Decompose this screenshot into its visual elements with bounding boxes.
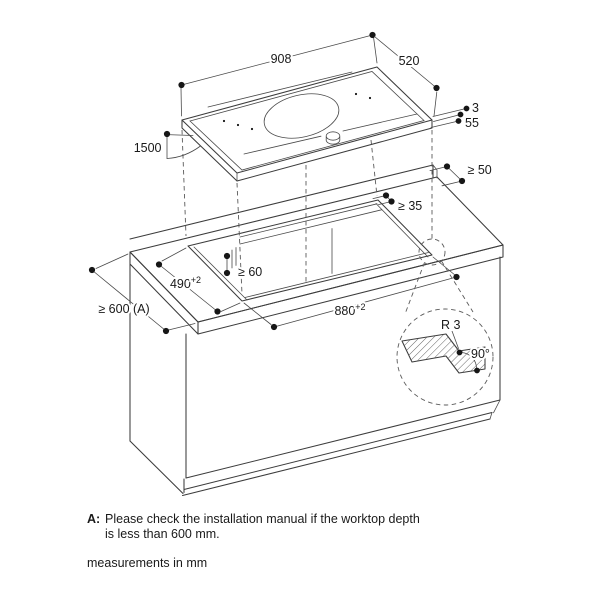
- projection-lines: [181, 129, 433, 295]
- footer-units-note: measurements in mm: [87, 556, 207, 570]
- dim-worktop-depth-label: ≥ 600 (A): [98, 302, 149, 316]
- detail-corner-radius-label: R 3: [441, 318, 461, 332]
- plinth-bottom-edge: [181, 418, 491, 497]
- dimension-cable-length: 1500: [132, 130, 201, 159]
- cutout-interior: [193, 203, 429, 301]
- plinth-right-step: [493, 399, 501, 414]
- control-knob: [325, 131, 341, 145]
- detail-callout: R 3 90°: [396, 238, 494, 406]
- dimension-cooktop-depth: 520: [374, 36, 440, 117]
- dimension-back-edge-clearance: ≥ 35: [372, 192, 424, 215]
- dim-rear-wall-clearance-label: ≥ 50: [468, 163, 492, 177]
- cabinet-left-bottom-edge: [129, 440, 184, 495]
- footer-note-label: A:: [87, 512, 100, 526]
- cooking-zone-oval: [263, 93, 340, 139]
- dimension-cutout-width: 880+2: [243, 256, 460, 331]
- dim-cable-length-label: 1500: [134, 141, 162, 155]
- zone-markings: [207, 71, 418, 155]
- detail-zoom-circle: [396, 308, 494, 406]
- dimension-cooktop-width: 908: [178, 31, 378, 117]
- plinth-right-cap: [489, 412, 493, 420]
- dim-cooktop-width-label: 908: [271, 52, 292, 66]
- worktop-top-surface: [129, 176, 504, 323]
- worktop-back-wall-endcap: [432, 164, 438, 179]
- footer-note-line1: Please check the installation manual if …: [105, 512, 420, 526]
- detail-source-circle: [418, 238, 446, 266]
- dim-cutout-width-label: 880+2: [334, 302, 365, 318]
- dimension-rear-wall-clearance: ≥ 50: [429, 161, 494, 187]
- dim-cutout-depth-label: 490+2: [170, 275, 201, 291]
- cooktop-frame-inner: [189, 71, 425, 171]
- detail-connector-lines: [404, 260, 474, 315]
- cooktop-drawing: [181, 66, 433, 182]
- dimension-worktop-depth: ≥ 600 (A): [88, 253, 196, 335]
- dim-body-height-label: 55: [465, 116, 479, 130]
- dimension-side-clearance: ≥ 60: [223, 252, 264, 281]
- cabinet-drawing: [129, 256, 501, 497]
- dimension-body-height: 55: [430, 114, 481, 132]
- footer-note-line2: is less than 600 mm.: [105, 527, 220, 541]
- footer-note: A: Please check the installation manual …: [87, 512, 420, 570]
- dim-cooktop-depth-label: 520: [399, 54, 420, 68]
- dim-side-clearance-label: ≥ 60: [238, 265, 262, 279]
- detail-corner-angle-label: 90°: [471, 347, 490, 361]
- worktop-cutout: [187, 199, 433, 302]
- dim-glass-edge-label: 3: [472, 101, 479, 115]
- worktop-drawing: [129, 164, 504, 335]
- worktop-left-edge: [129, 251, 199, 335]
- plinth-top-edge: [183, 411, 493, 491]
- worktop-back-wall: [129, 164, 434, 240]
- dimension-glass-edge: 3: [432, 99, 481, 122]
- cabinet-front-bottom-edge: [185, 399, 501, 479]
- dim-back-edge-clearance-label: ≥ 35: [398, 199, 422, 213]
- dimension-cutout-depth: 490+2: [155, 247, 241, 315]
